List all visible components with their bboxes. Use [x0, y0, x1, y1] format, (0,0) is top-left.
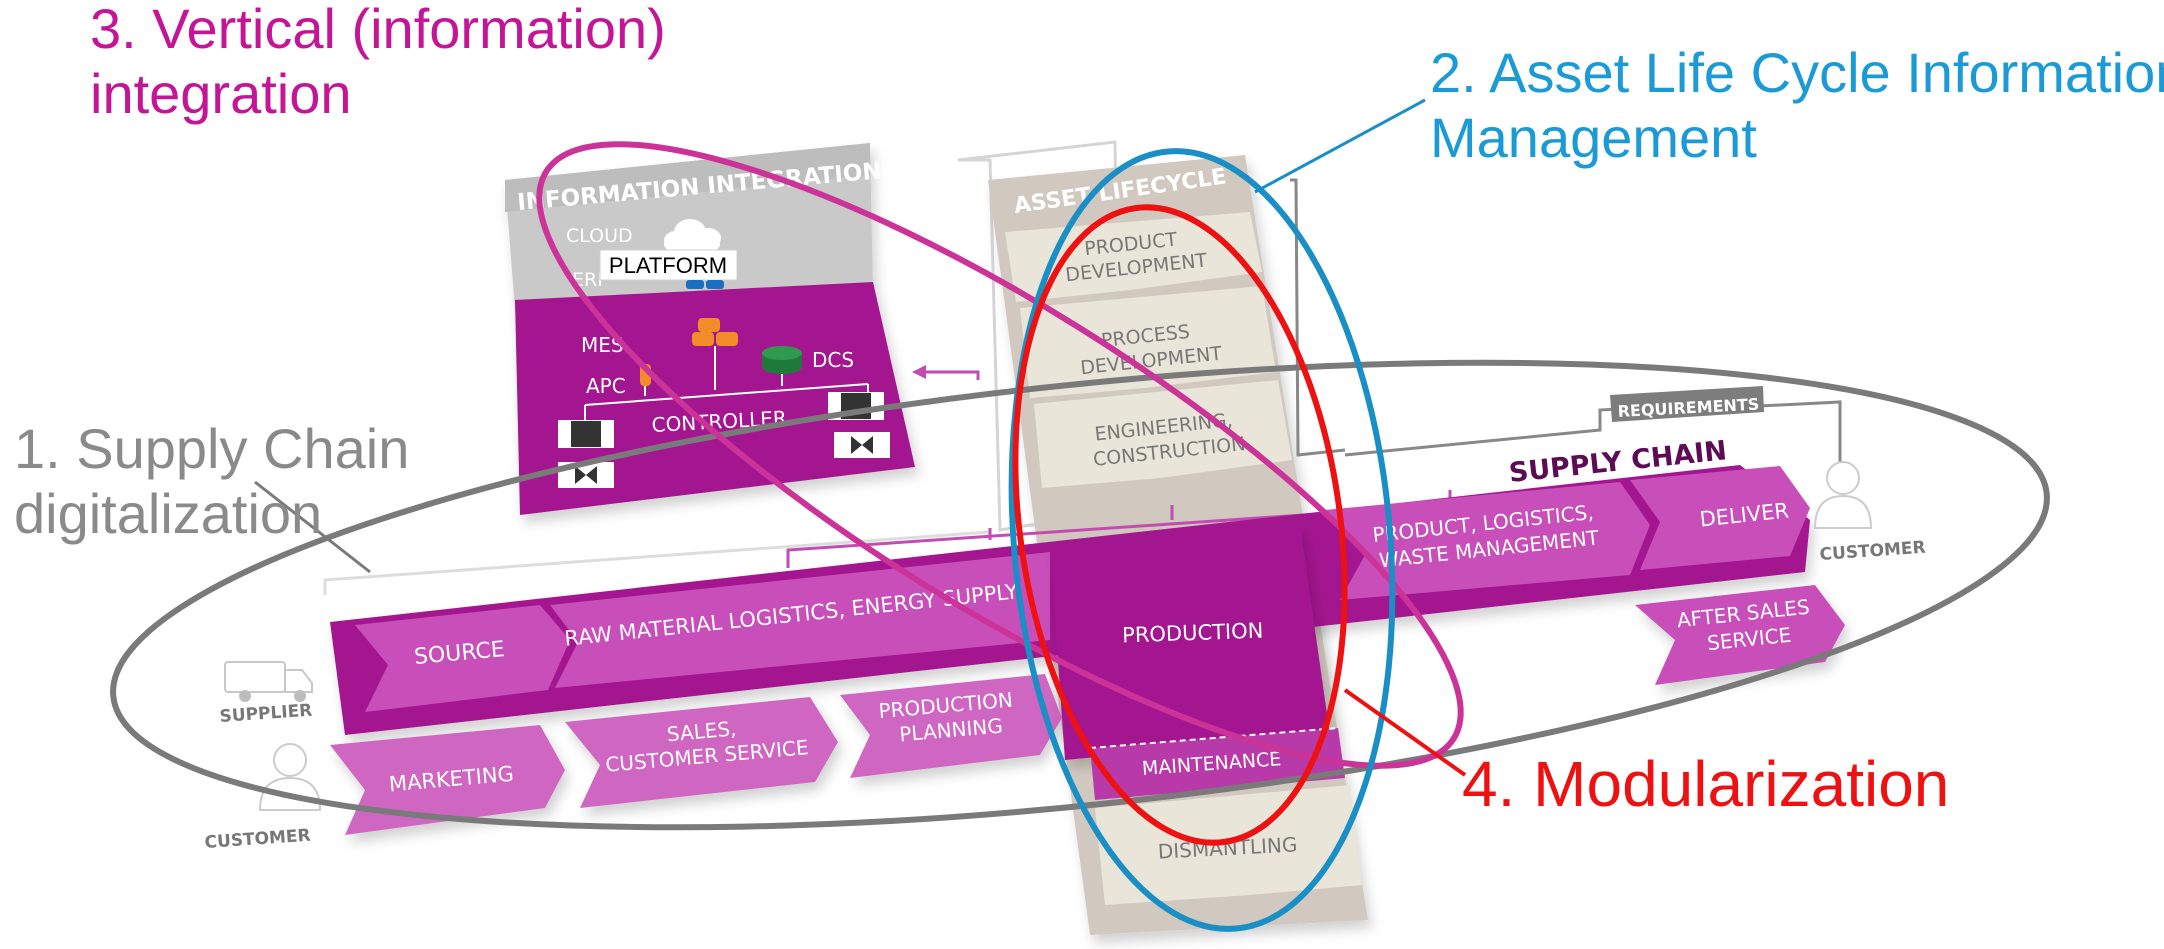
cloud-label: CLOUD: [566, 225, 633, 247]
modularization-ellipse: [1012, 204, 1348, 846]
erp-server-icon: [686, 280, 724, 289]
mes-server-stack-icon: [692, 318, 738, 346]
sales-customer-service-step[interactable]: SALES, CUSTOMER SERVICE: [565, 697, 838, 808]
production-planning-step[interactable]: PRODUCTION PLANNING: [840, 674, 1062, 778]
customer-left-label: CUSTOMER: [204, 826, 311, 853]
supply-chain-ellipse: [110, 359, 2050, 831]
asset-lifecycle-title: 2. Asset Life Cycle Information: [1430, 41, 2164, 104]
customer-right-label: CUSTOMER: [1819, 538, 1926, 565]
asset-lifecycle-ellipse: [1008, 148, 1396, 932]
customer-right-icon: [1813, 461, 1873, 529]
platform-label-box: [599, 249, 738, 281]
supply-chain-leader-line: [254, 480, 371, 574]
modularization-title: 4. Modularization: [1462, 748, 1949, 820]
dcs-label: DCS: [812, 348, 854, 372]
vertical-integration-ellipse: [536, 141, 1464, 769]
requirements-badge: REQUIREMENTS: [1610, 386, 1764, 422]
integration-arrow: [915, 370, 980, 380]
asset-leader-line: [1254, 98, 1426, 194]
supply-chain-connectors: [323, 178, 1842, 595]
dcs-database-icon: [762, 346, 802, 374]
product-logistics-step[interactable]: PRODUCT, LOGISTICS, WASTE MANAGEMENT: [1325, 482, 1650, 600]
asset-lifecycle-title-line2: Management: [1430, 106, 1757, 169]
vertical-integration-title: 3. Vertical (information): [90, 0, 666, 60]
truck-icon: [224, 661, 313, 702]
platform-label: PLATFORM: [609, 253, 727, 278]
supply-chain-title-line2: digitalization: [14, 482, 322, 545]
deliver-step[interactable]: DELIVER: [1630, 466, 1810, 570]
production-label: PRODUCTION: [1122, 619, 1264, 648]
source-step[interactable]: SOURCE: [355, 605, 570, 712]
controller-left-icon: [558, 420, 614, 488]
apc-label: APC: [586, 374, 626, 398]
after-sales-service-step[interactable]: AFTER SALES SERVICE: [1635, 585, 1845, 685]
supply-chain-title: 1. Supply Chain: [14, 417, 409, 480]
vertical-integration-title-line2: integration: [90, 62, 352, 125]
integration-arrowhead: [912, 365, 926, 379]
product-development-step[interactable]: PRODUCT DEVELOPMENT: [1005, 212, 1262, 302]
marketing-step[interactable]: MARKETING: [330, 725, 565, 835]
dismantling-step[interactable]: DISMANTLING: [1095, 785, 1362, 905]
modularization-leader-line: [1343, 688, 1467, 777]
cloud-icon: [664, 219, 721, 250]
supplier-label: SUPPLIER: [219, 701, 313, 727]
production-block[interactable]: PRODUCTION: [1050, 525, 1330, 760]
engineering-construction-step[interactable]: ENGINEERING, CONSTRUCTION: [1034, 380, 1292, 488]
